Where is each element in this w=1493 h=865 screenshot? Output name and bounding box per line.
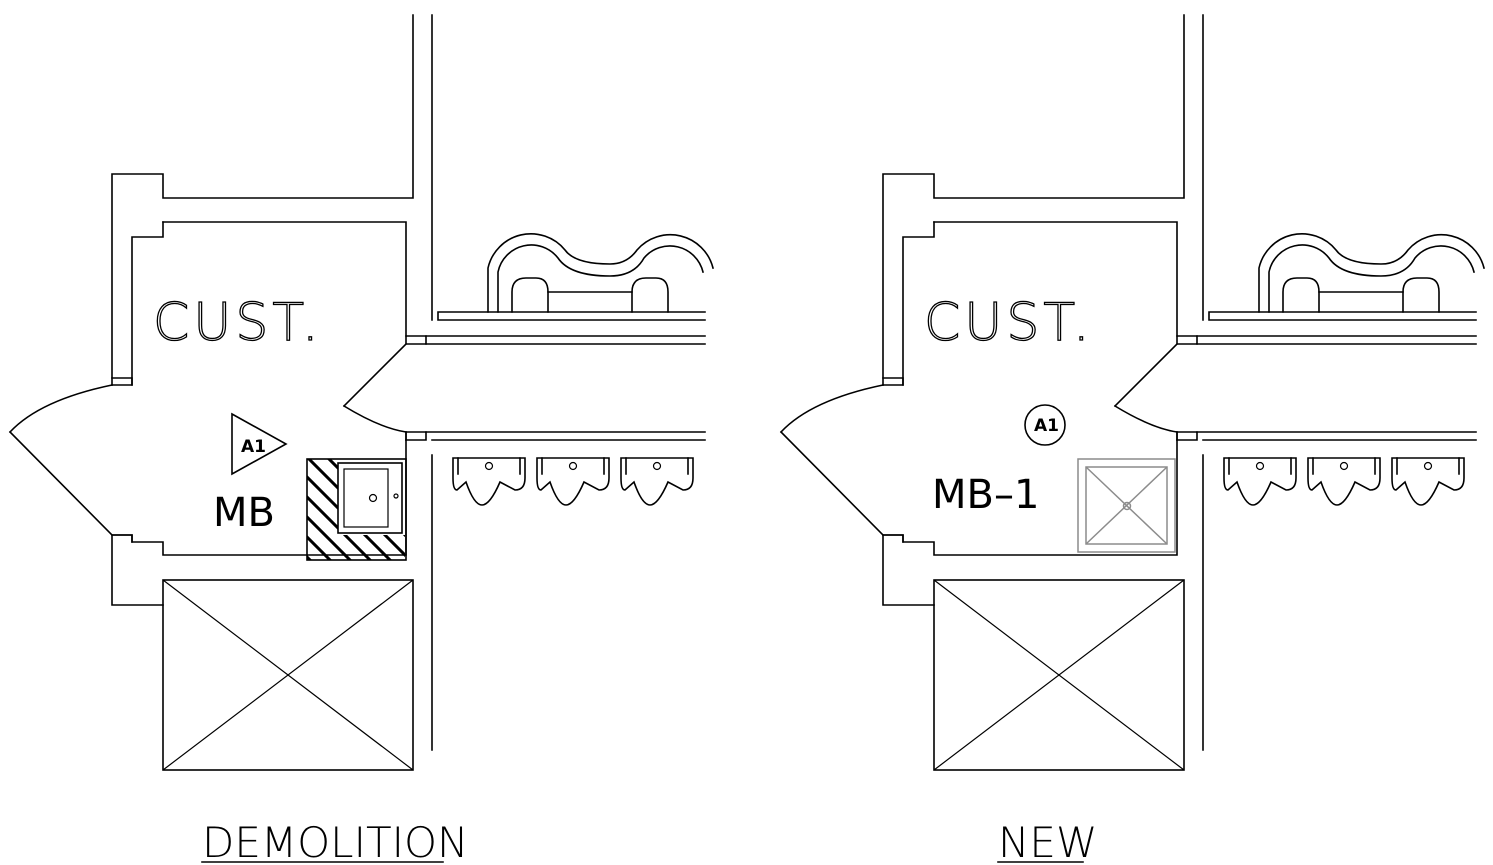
- demolition-plan: CUST. A1 MB DEMOLITION: [10, 15, 713, 865]
- section-marker-triangle: A1: [231, 412, 288, 476]
- new-plan: CUST. A1 MB–1 NEW: [781, 15, 1484, 865]
- room-label: CUST.: [153, 293, 323, 353]
- room-label: CUST.: [924, 293, 1094, 353]
- fixture-tag: MB: [213, 490, 275, 536]
- plan-title: NEW: [998, 818, 1097, 865]
- fixture-tag: MB–1: [932, 472, 1039, 518]
- plan-title: DEMOLITION: [202, 818, 468, 865]
- new-mop-basin: [1077, 458, 1176, 553]
- marker-label: A1: [1034, 416, 1059, 436]
- marker-label: A1: [241, 437, 266, 457]
- section-marker-circle: A1: [1024, 404, 1066, 446]
- hatched-mop-basin: [306, 458, 407, 561]
